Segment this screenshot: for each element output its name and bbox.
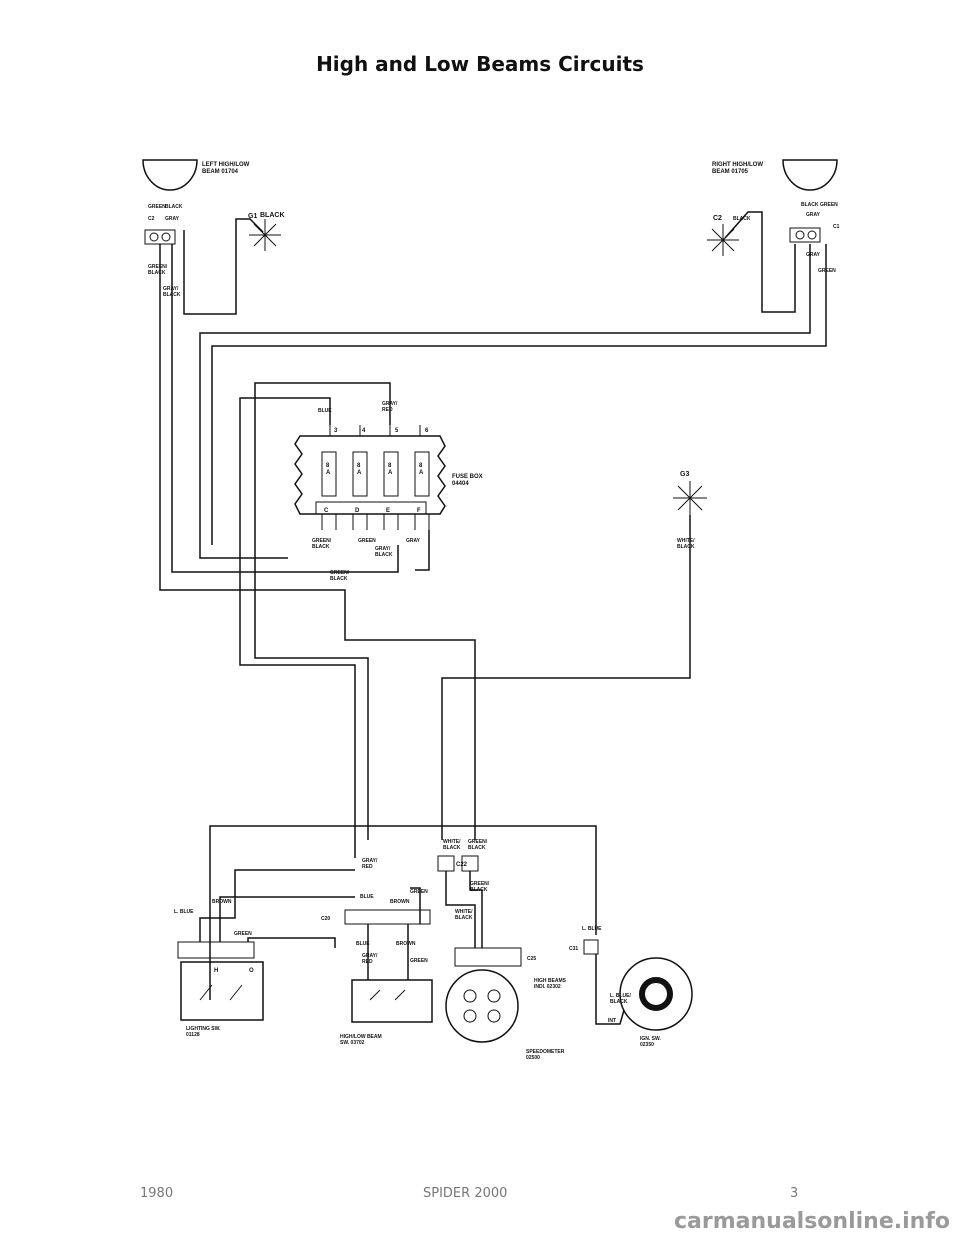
- wire-label-green-right: GREEN: [820, 202, 838, 208]
- switch-mark-o: O: [249, 968, 254, 974]
- lighting-switch-label: LIGHTING SW.01128: [186, 1026, 221, 1038]
- c22-wire-green-black: GREEN/BLACK: [468, 839, 488, 851]
- c22-wire-white-black: WHITE/BLACK: [443, 839, 461, 851]
- c22-label: C22: [456, 862, 468, 868]
- ign-switch-label: IGN. SW.02350: [640, 1036, 661, 1048]
- ground-g3: G3: [680, 471, 689, 478]
- fuse-terminal-4: 4: [362, 428, 366, 434]
- fuse-terminal-5: 5: [395, 428, 399, 434]
- c22-wire-white-black-2: WHITE/BLACK: [455, 909, 473, 921]
- ignition-switch: C31 L. BLUE L. BLUE/BLACK INT IGN. SW.02…: [569, 926, 693, 1048]
- fuse-wire-blue: BLUE: [318, 408, 332, 414]
- hls-wire-brown: BROWN: [390, 899, 410, 905]
- ls-wire-l-blue: L. BLUE: [174, 909, 194, 915]
- fuse-wire-green-black: GREEN/BLACK: [312, 538, 332, 550]
- wire-label-black-right: BLACK: [801, 202, 819, 208]
- fuse-letter-e: E: [386, 508, 390, 514]
- footer-year: 1980: [140, 1186, 174, 1201]
- fuse-terminal-6: 6: [425, 428, 429, 434]
- switch-mark-h: H: [214, 968, 218, 974]
- wire-label-green-black: GREEN/BLACK: [148, 264, 168, 276]
- fuse-letter-d: D: [355, 508, 360, 514]
- connector-c2-left: C2: [148, 216, 155, 222]
- ground-g3-symbol: [673, 481, 707, 515]
- fuse-wire-green-black-2: GREEN/BLACK: [330, 570, 350, 582]
- fuse-terminal-3: 3: [334, 428, 338, 434]
- wire-label-black: BLACK: [165, 204, 183, 210]
- fuse-letter-c: C: [324, 508, 329, 514]
- fuse-wire-gray-black: GRAY/BLACK: [375, 546, 393, 558]
- hls-wire-brown-2: BROWN: [396, 941, 416, 947]
- ign-wire-l-blue: L. BLUE: [582, 926, 602, 932]
- footer-page-number: 3: [790, 1186, 799, 1201]
- wire-label-gray-right: GRAY: [806, 212, 821, 218]
- connector-c31: C31: [569, 946, 578, 952]
- page-title: High and Low Beams Circuits: [316, 52, 644, 76]
- ground-g2-symbol: [707, 224, 739, 256]
- hls-wire-green: GREEN: [410, 889, 428, 895]
- wire-label-green-right-2: GREEN: [818, 268, 836, 274]
- watermark: carmanualsonline.info: [674, 1209, 950, 1234]
- connector-c25: C25: [527, 956, 536, 962]
- ls-wire-green: GREEN: [234, 931, 252, 937]
- hls-wire-gray-red: GRAY/RED: [362, 858, 378, 870]
- wire-label-gray-right-2: GRAY: [806, 252, 821, 258]
- hls-wire-gray-red-2: GRAY/RED: [362, 953, 378, 965]
- connector-c20: C20: [321, 916, 330, 922]
- ground-wire-label-left: BLACK: [260, 212, 285, 219]
- c22-wire-green-black-2: GREEN/BLACK: [470, 881, 490, 893]
- g3-wire-white-black: WHITE/BLACK: [677, 538, 695, 550]
- footer-model: SPIDER 2000: [423, 1186, 508, 1201]
- connector-int: INT: [608, 1018, 616, 1024]
- wire-label-green: GREEN: [148, 204, 166, 210]
- lighting-switch: H O LIGHTING SW.01128 BROWN L. BLUE GREE…: [174, 899, 264, 1038]
- hls-wire-blue: BLUE: [360, 894, 374, 900]
- ground-g1-symbol: [249, 219, 281, 251]
- fuse-wire-gray: GRAY: [406, 538, 421, 544]
- connector-c2-right: C2: [713, 215, 722, 222]
- connector-c1: C1: [833, 224, 840, 230]
- fuse-wire-green: GREEN: [358, 538, 376, 544]
- hls-wire-green-2: GREEN: [410, 958, 428, 964]
- fuse-letter-f: F: [417, 508, 421, 514]
- hls-wire-blue-2: BLUE: [356, 941, 370, 947]
- ls-wire-brown: BROWN: [212, 899, 232, 905]
- wire-label-gray: GRAY: [165, 216, 180, 222]
- ground-g1: G1: [248, 213, 257, 220]
